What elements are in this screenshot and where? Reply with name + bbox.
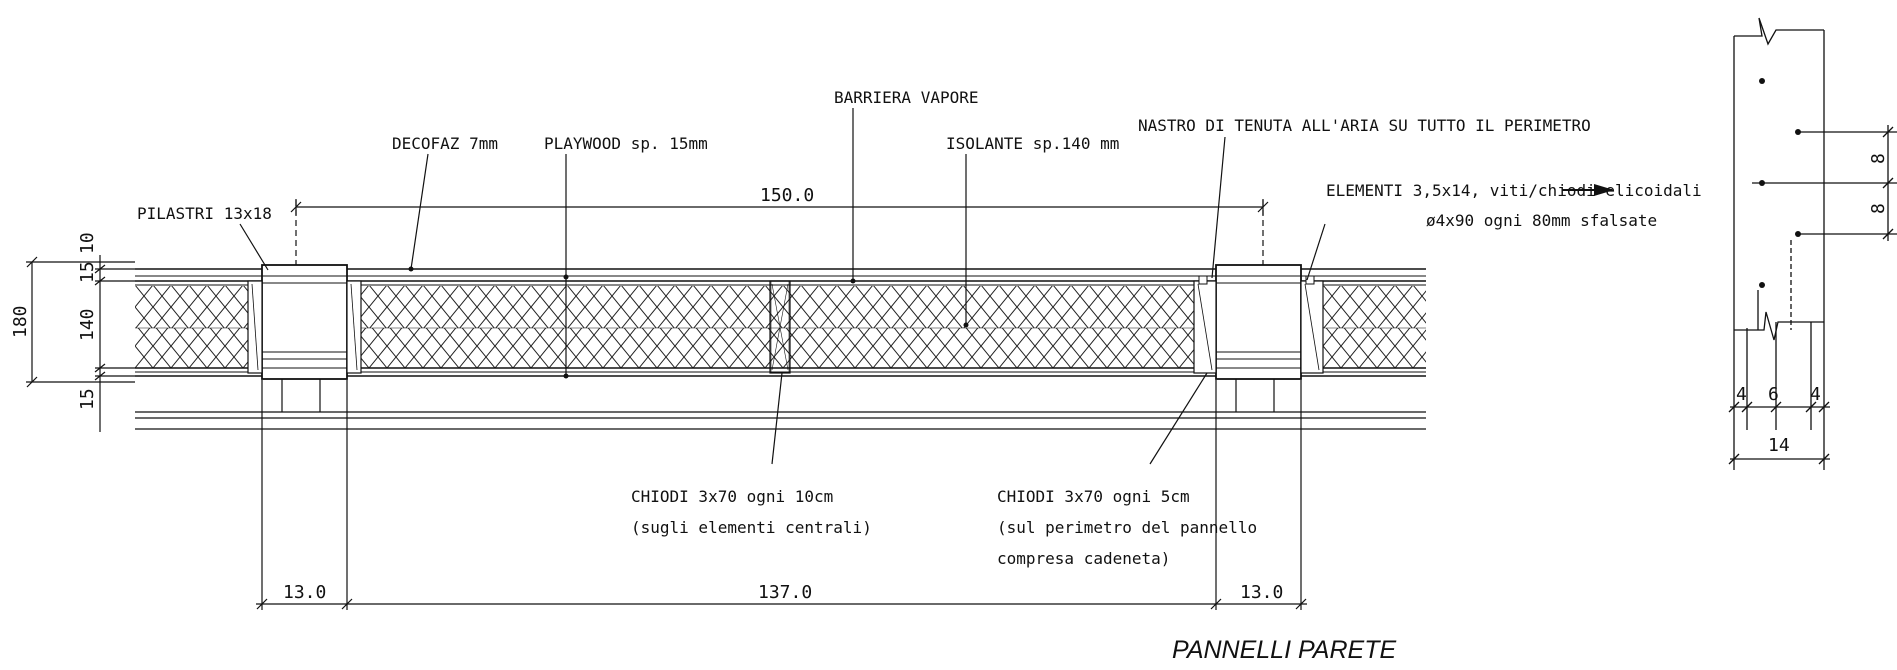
dim-left-post: 13.0 (283, 582, 326, 603)
dim-total-thickness: 180 (10, 305, 31, 338)
figure-caption: PANNELLI PARETE (1172, 636, 1397, 664)
detail-dim-c: 4 (1810, 384, 1821, 405)
detail-dim-spacing-1: 8 (1868, 153, 1889, 164)
fastener-detail: 4 6 4 14 8 8 (1728, 17, 1897, 470)
label-elementi-2: ø4x90 ogni 80mm sfalsate (1426, 211, 1657, 230)
label-elementi-1: ELEMENTI 3,5x14, viti/chiodi elicoidali (1326, 181, 1702, 200)
dim-insulation: 140 (77, 308, 98, 341)
leader-lines (239, 108, 1326, 465)
dim-inner-board: 15 (77, 388, 98, 410)
dim-span: 150.0 (760, 185, 814, 206)
label-nastro: NASTRO DI TENUTA ALL'ARIA SU TUTTO IL PE… (1138, 116, 1591, 135)
dim-middle: 137.0 (758, 582, 812, 603)
right-post (1193, 264, 1324, 412)
label-chiodi-perimetro-1: CHIODI 3x70 ogni 5cm (997, 487, 1190, 506)
center-studs (769, 280, 791, 374)
wall-section (135, 264, 1426, 430)
left-post (247, 264, 362, 412)
dim-board: 15 (77, 261, 98, 283)
label-pilastri: PILASTRI 13x18 (137, 204, 272, 223)
label-chiodi-centrali-1: CHIODI 3x70 ogni 10cm (631, 487, 833, 506)
dim-outer-layer: 10 (77, 232, 98, 254)
detail-dim-spacing-2: 8 (1868, 203, 1889, 214)
label-chiodi-centrali-2: (sugli elementi centrali) (631, 518, 872, 537)
label-chiodi-perimetro-3: compresa cadeneta) (997, 549, 1170, 568)
label-barriera-vapore: BARRIERA VAPORE (834, 88, 979, 107)
detail-dim-b: 6 (1768, 384, 1779, 405)
dim-right-post: 13.0 (1240, 582, 1283, 603)
detail-dim-total: 14 (1768, 435, 1790, 456)
label-chiodi-perimetro-2: (sul perimetro del pannello (997, 518, 1257, 537)
label-isolante: ISOLANTE sp.140 mm (946, 134, 1119, 153)
label-decofaz: DECOFAZ 7mm (392, 134, 498, 153)
label-playwood: PLAYWOOD sp. 15mm (544, 134, 708, 153)
dimension-values: 150.0 13.0 137.0 13.0 180 10 15 140 15 (10, 185, 1283, 603)
detail-dim-a: 4 (1736, 384, 1747, 405)
dimension-lines (26, 199, 1307, 610)
